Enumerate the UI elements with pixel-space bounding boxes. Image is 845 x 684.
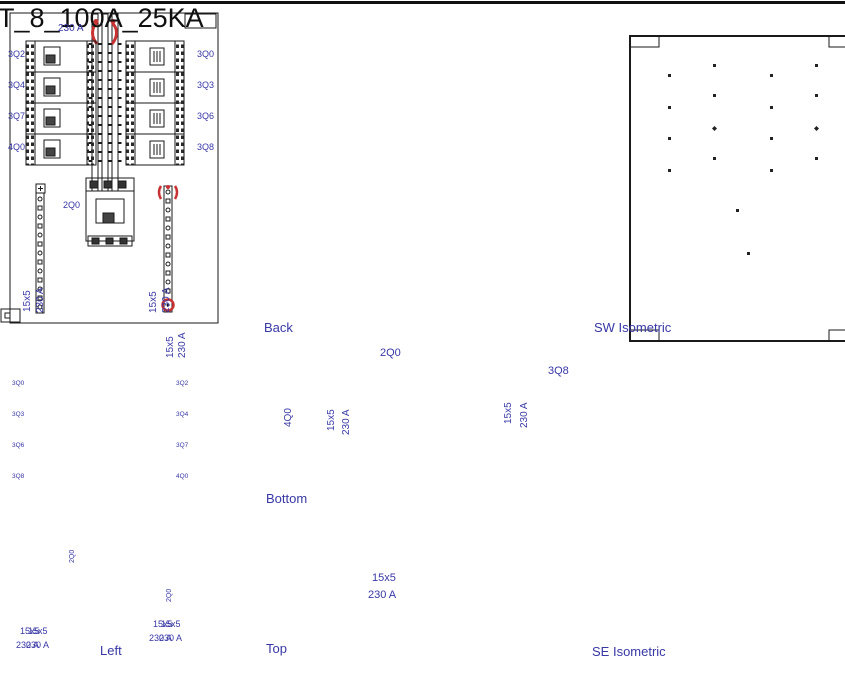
breaker-column-left	[26, 41, 96, 165]
side-breaker-tag: 3Q2	[176, 380, 189, 387]
main-breaker-tag: 2Q0	[63, 200, 81, 210]
breaker-tag-4q0: 4Q0	[7, 142, 25, 152]
view-label-sw-isometric: SW Isometric	[594, 320, 672, 335]
rail-rating-label: 230 A	[177, 332, 188, 358]
bottom-breaker-tag-4q0: 4Q0	[283, 408, 294, 427]
rail-rating-label: 230 A	[35, 287, 46, 313]
rail-end-clamp-bottom	[163, 300, 174, 311]
top-view[interactable]	[258, 545, 593, 630]
back-view[interactable]	[313, 16, 549, 328]
rail-size-label: 15x5	[28, 626, 48, 636]
side-breaker-tag: 3Q6	[12, 442, 25, 449]
breaker-windows-right	[150, 48, 164, 158]
side-breaker-tag: 3Q8	[12, 473, 25, 480]
left-side-view[interactable]	[145, 342, 240, 658]
rail-rating-label: 230 A	[341, 409, 352, 435]
breaker-tag-3q7: 3Q7	[7, 111, 25, 121]
rail-size-label: 15x5	[153, 619, 173, 629]
se-isometric-view[interactable]	[590, 340, 845, 660]
bottom-view[interactable]	[258, 385, 593, 457]
rail-size-label: 15x5	[165, 336, 176, 358]
rail-rating-label: 230 A	[149, 633, 173, 643]
bottom-main-breaker-tag: 2Q0	[380, 347, 401, 359]
rail-size-label: 15x5	[161, 619, 181, 629]
front-bus-rating: 230 A	[58, 23, 84, 34]
din-rail-right	[159, 185, 177, 312]
rail-rating-label: 230 A	[159, 633, 183, 643]
breaker-tag-3q8: 3Q8	[197, 142, 215, 152]
rail-size-label: 15x5	[22, 290, 33, 312]
view-label-se-isometric: SE Isometric	[592, 644, 666, 659]
sw-isometric-view[interactable]	[595, 10, 845, 326]
panel-outline	[630, 36, 845, 341]
rail-rating-label: 230 A	[161, 287, 172, 313]
side-main-breaker-tag: 2Q0	[166, 588, 173, 602]
rail-rating-label: 230 A	[26, 640, 50, 650]
side-breaker-tag: 4Q0	[176, 473, 189, 480]
main-breaker-2q0	[86, 178, 134, 246]
panel-outline	[1, 13, 218, 323]
breaker-tag-3q6: 3Q6	[197, 111, 215, 121]
rail-rating-label: 230 A	[519, 402, 530, 428]
breaker-tag-3q3: 3Q3	[197, 80, 215, 90]
rail-size-label: 15x5	[326, 409, 337, 431]
rail-size-label: 15x5	[20, 626, 40, 636]
front-view[interactable]	[0, 0, 230, 340]
rail-rating-label: 230 A	[368, 589, 397, 601]
breaker-tag-3q4: 3Q4	[7, 80, 25, 90]
right-side-view[interactable]	[0, 342, 95, 658]
view-label-top: Top	[266, 641, 287, 656]
rail-rating-label: 230 A	[16, 640, 40, 650]
mounting-holes	[668, 64, 819, 255]
rail-size-label: 15x5	[148, 291, 159, 313]
bottom-breaker-tag-3q8: 3Q8	[548, 365, 569, 377]
sheet-top-border	[0, 1, 845, 4]
breaker-column-right	[126, 41, 184, 165]
side-breaker-tag: 3Q7	[176, 442, 189, 449]
breaker-tag-3q2: 3Q2	[7, 49, 25, 59]
rail-end-clamp-top	[159, 185, 177, 199]
rail-size-label: 15x5	[503, 402, 514, 424]
view-label-bottom: Bottom	[266, 491, 308, 506]
rail-size-label: 15x5	[372, 572, 396, 584]
view-label-back: Back	[264, 320, 293, 335]
side-breaker-tag: 3Q0	[12, 380, 25, 387]
side-breaker-tag: 3Q4	[176, 411, 189, 418]
side-main-breaker-tag: 2Q0	[69, 549, 76, 563]
breaker-tag-3q0: 3Q0	[197, 49, 215, 59]
view-label-left: Left	[100, 643, 122, 658]
din-rail-left	[36, 184, 45, 313]
drawing-title: T_8_100A_25KA	[0, 3, 204, 33]
side-breaker-tag: 3Q3	[12, 411, 25, 418]
